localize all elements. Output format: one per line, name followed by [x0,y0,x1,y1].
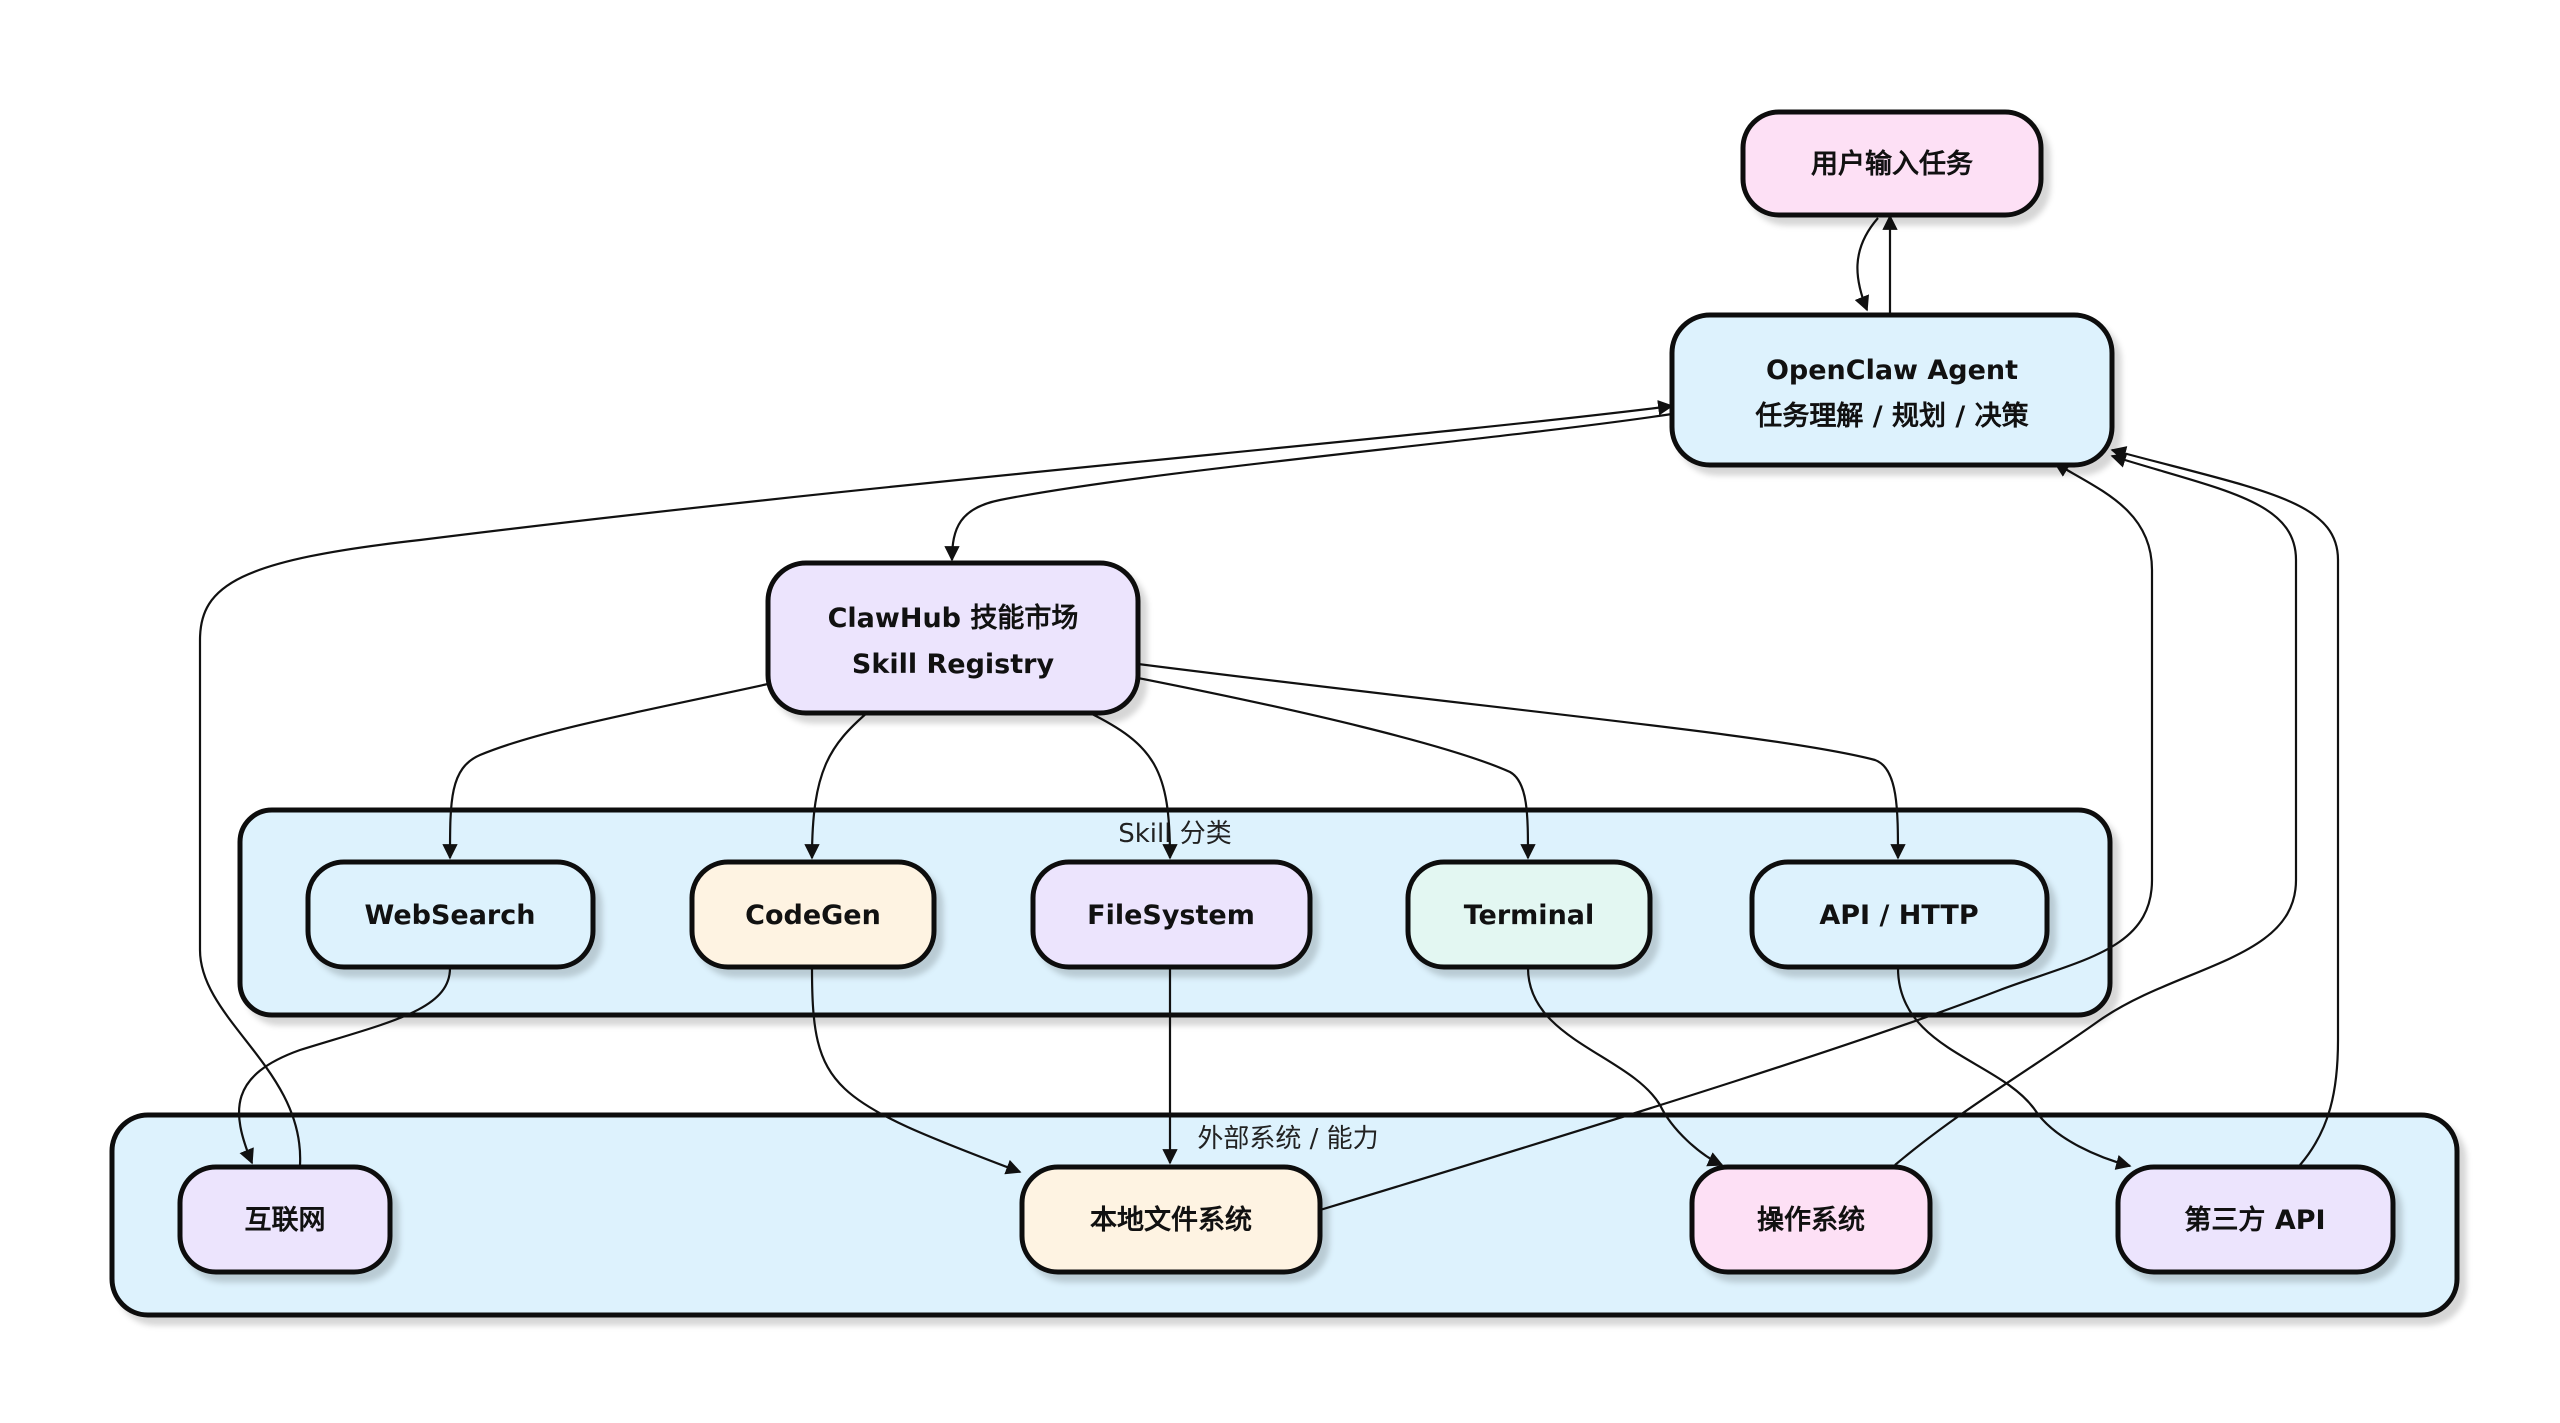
edge-internet-to-agent [198,400,1674,1166]
edge-clawhub-to-api [1137,662,1906,860]
node-websearch: WebSearch [305,859,596,970]
node-codegen: CodeGen [689,859,937,970]
edge-thirdparty-to-agent [2110,446,2340,1166]
node-user-input-label: 用户输入任务 [1811,148,1973,180]
edge-api-to-thirdparty [1896,967,2132,1170]
node-third-party-api: 第三方 API [2115,1164,2396,1275]
node-terminal-label: Terminal [1464,900,1595,931]
edge-user-to-agent [1854,217,1879,312]
node-api-http-label: API / HTTP [1819,900,1978,931]
edge-clawhub-to-codegen [804,711,869,860]
node-third-party-api-label: 第三方 API [2184,1204,2325,1236]
edge-localfs-to-agent [1319,462,2154,1212]
group-skill-categories-label: Skill 分类 [1118,819,1232,849]
edge-clawhub-to-terminal [1137,676,1536,860]
node-filesystem-label: FileSystem [1087,900,1255,931]
node-local-filesystem: 本地文件系统 [1019,1164,1323,1275]
node-clawhub-subtitle: Skill Registry [852,649,1055,680]
edge-websearch-to-internet [238,967,452,1165]
node-websearch-label: WebSearch [365,900,536,931]
node-terminal: Terminal [1405,859,1653,970]
node-openclaw-agent-subtitle: 任务理解 / 规划 / 决策 [1754,400,2029,432]
node-operating-system: 操作系统 [1689,1164,1933,1275]
node-local-filesystem-label: 本地文件系统 [1090,1204,1252,1236]
node-codegen-label: CodeGen [745,900,881,931]
edge-agent-to-clawhub [944,412,1673,562]
group-external-systems-label: 外部系统 / 能力 [1197,1124,1378,1154]
node-openclaw-agent-title: OpenClaw Agent [1766,355,2018,386]
edge-clawhub-to-websearch [442,682,769,860]
node-internet-label: 互联网 [245,1205,326,1236]
node-openclaw-agent: OpenClaw Agent 任务理解 / 规划 / 决策 [1669,312,2115,468]
node-api-http: API / HTTP [1749,859,2050,970]
edge-os-to-agent [1894,452,2298,1166]
node-operating-system-label: 操作系统 [1757,1204,1865,1236]
node-clawhub-title: ClawHub 技能市场 [828,602,1079,634]
edge-codegen-to-localfs [810,967,1022,1175]
node-internet: 互联网 [177,1164,393,1275]
node-clawhub: ClawHub 技能市场 Skill Registry [765,560,1141,716]
node-user-input: 用户输入任务 [1740,109,2044,218]
node-filesystem: FileSystem [1030,859,1313,970]
edge-terminal-to-os [1526,967,1724,1167]
edges [198,214,2340,1212]
edge-clawhub-to-filesystem [1087,711,1178,860]
